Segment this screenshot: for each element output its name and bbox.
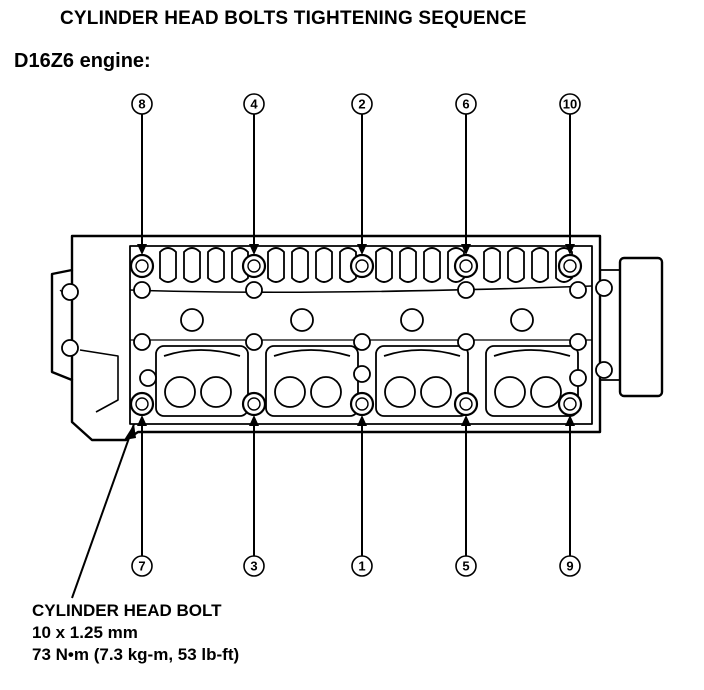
head-bolt — [453, 391, 479, 417]
head-bolt-inner — [459, 259, 473, 273]
cam-end-housing — [618, 256, 664, 398]
head-bolt-inner — [563, 397, 577, 411]
leader-arrowhead — [357, 415, 367, 426]
sequence-number: 4 — [250, 97, 258, 112]
head-bolt — [129, 391, 155, 417]
aux-bolt — [569, 281, 587, 299]
leader-arrowhead — [565, 415, 575, 426]
sequence-number: 5 — [462, 559, 469, 574]
aux-bolt — [61, 339, 79, 357]
head-bolt — [453, 253, 479, 279]
sequence-number: 10 — [563, 97, 577, 112]
sequence-marker-ring — [559, 93, 581, 115]
aux-bolt — [569, 369, 587, 387]
cylinder-head-outline — [50, 234, 602, 442]
leader-arrowhead — [249, 244, 259, 255]
sequence-number: 1 — [358, 559, 365, 574]
leader-arrowhead — [137, 415, 147, 426]
sequence-label-4: 4 — [243, 93, 265, 115]
head-bolt — [557, 253, 583, 279]
leader-arrowhead — [137, 244, 147, 255]
aux-bolt — [569, 333, 587, 351]
aux-bolt — [595, 279, 613, 297]
head-bolt-inner — [247, 397, 261, 411]
sequence-marker-ring — [131, 555, 153, 577]
aux-bolt — [595, 361, 613, 379]
head-bolt-inner — [355, 259, 369, 273]
bolt-callout: CYLINDER HEAD BOLT 10 x 1.25 mm 73 N•m (… — [32, 600, 239, 666]
sequence-marker-ring — [131, 93, 153, 115]
aux-bolt — [457, 333, 475, 351]
sequence-marker-ring — [455, 93, 477, 115]
engine-label: D16Z6 engine: — [14, 50, 151, 72]
sequence-number: 6 — [462, 97, 469, 112]
sequence-marker-ring — [351, 555, 373, 577]
sequence-number: 3 — [250, 559, 257, 574]
sequence-marker-ring — [243, 555, 265, 577]
leader-arrowhead — [461, 415, 471, 426]
aux-bolt — [133, 333, 151, 351]
aux-bolt — [353, 333, 371, 351]
aux-bolt — [61, 283, 79, 301]
head-bolt-inner — [355, 397, 369, 411]
leader-arrowhead — [461, 244, 471, 255]
sequence-number: 9 — [566, 559, 573, 574]
sequence-label-1: 1 — [351, 555, 373, 577]
aux-bolt — [457, 281, 475, 299]
sequence-marker-ring — [455, 555, 477, 577]
head-bolt-inner — [459, 397, 473, 411]
head-bolt-inner — [247, 259, 261, 273]
head-bolt — [129, 253, 155, 279]
sequence-number: 8 — [138, 97, 145, 112]
callout-arrow — [71, 423, 136, 599]
sequence-label-5: 5 — [455, 555, 477, 577]
head-bolt-inner — [135, 397, 149, 411]
sequence-marker-ring — [351, 93, 373, 115]
sequence-label-8: 8 — [131, 93, 153, 115]
aux-bolt — [245, 281, 263, 299]
head-bolt-inner — [563, 259, 577, 273]
head-bolt — [241, 391, 267, 417]
head-bolt-inner — [135, 259, 149, 273]
aux-bolt — [353, 365, 371, 383]
head-bolt — [241, 253, 267, 279]
leader-arrowhead — [565, 244, 575, 255]
aux-bolt — [139, 369, 157, 387]
leader-arrowhead — [357, 244, 367, 255]
leader-arrowhead — [249, 415, 259, 426]
bolt-size: 10 x 1.25 mm — [32, 623, 138, 642]
aux-bolt — [245, 333, 263, 351]
sequence-label-3: 3 — [243, 555, 265, 577]
head-bolt — [349, 253, 375, 279]
sequence-number: 7 — [138, 559, 145, 574]
sequence-label-10: 10 — [559, 93, 581, 115]
sequence-label-2: 2 — [351, 93, 373, 115]
diagram-title: CYLINDER HEAD BOLTS TIGHTENING SEQUENCE — [60, 8, 527, 29]
sequence-marker-ring — [243, 93, 265, 115]
bolt-torque: 73 N•m (7.3 kg-m, 53 lb-ft) — [32, 645, 240, 664]
sequence-label-7: 7 — [131, 555, 153, 577]
aux-bolt — [133, 281, 151, 299]
sequence-marker-ring — [559, 555, 581, 577]
sequence-number: 2 — [358, 97, 365, 112]
bolt-name: CYLINDER HEAD BOLT — [32, 601, 222, 620]
head-bolt — [349, 391, 375, 417]
head-bolt — [557, 391, 583, 417]
sequence-label-6: 6 — [455, 93, 477, 115]
sequence-label-9: 9 — [559, 555, 581, 577]
